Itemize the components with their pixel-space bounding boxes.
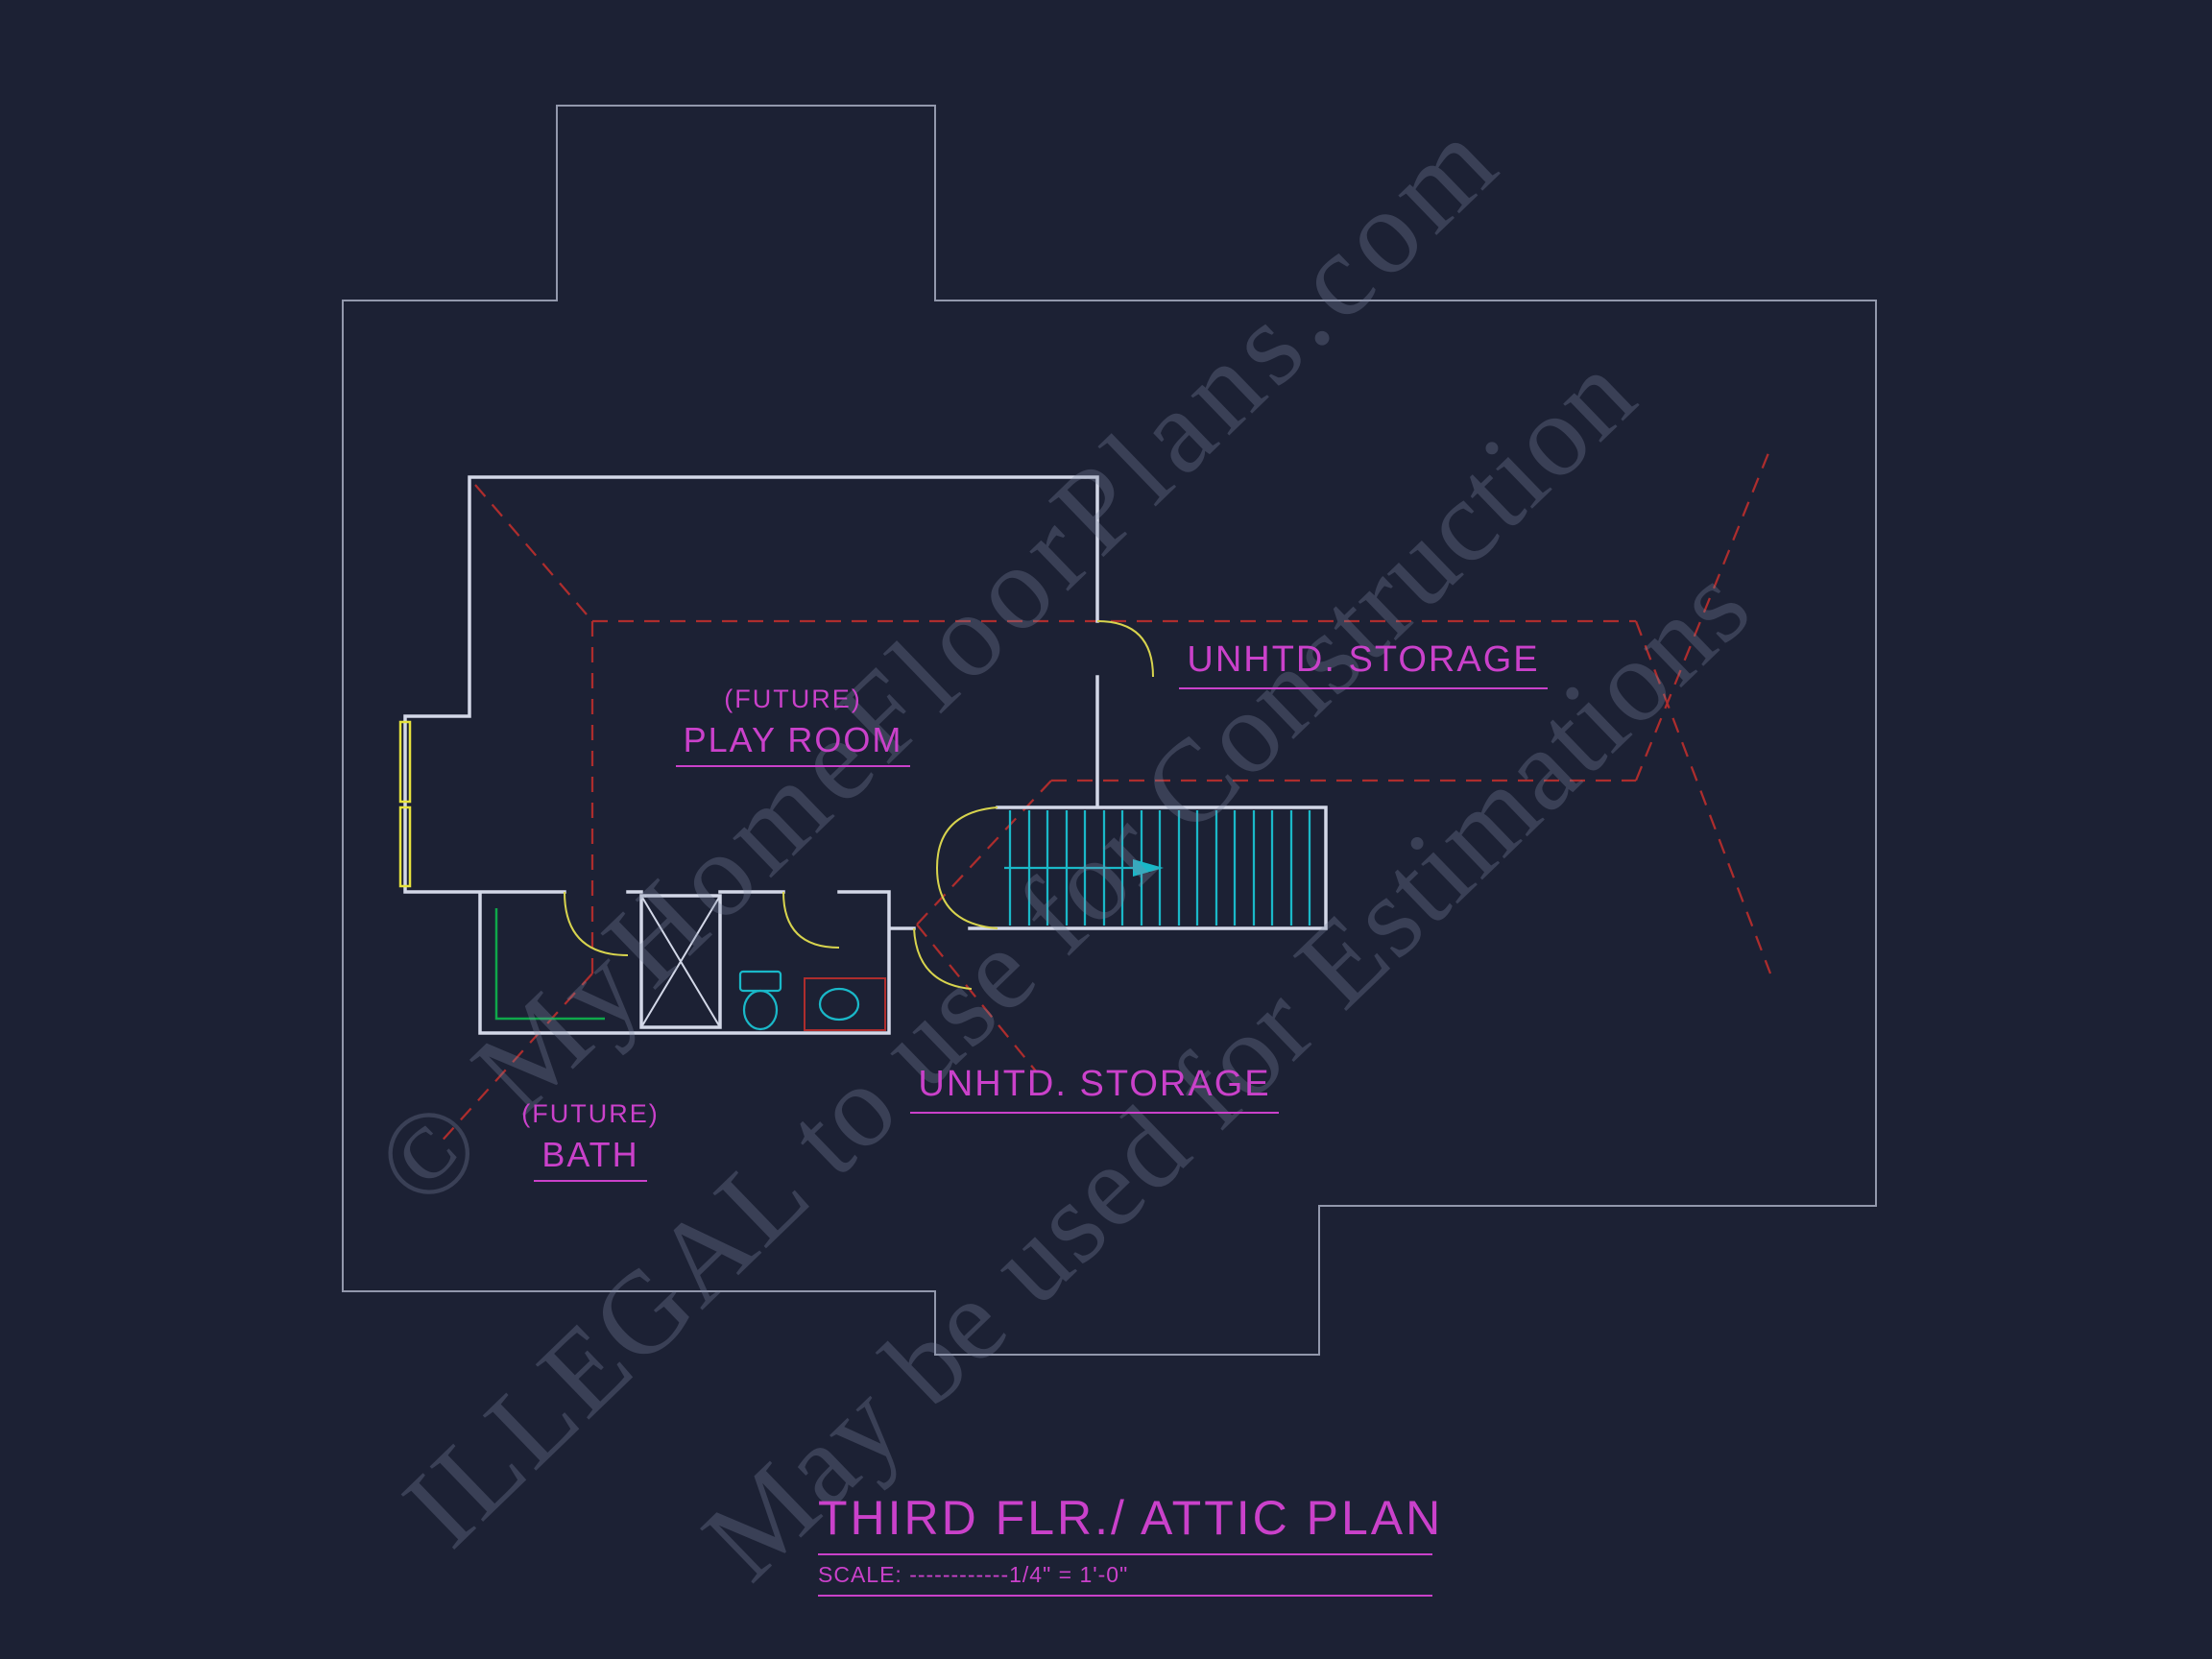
play-room-label-prefix: (FUTURE) (724, 685, 862, 713)
interior-walls (403, 475, 1328, 1035)
vanity-counter (804, 977, 886, 1031)
bath-label: (FUTURE) BATH (442, 1098, 739, 1182)
storage-right-label-name: UNHTD. STORAGE (1179, 637, 1548, 689)
shower-x-mark (639, 894, 722, 1029)
storage-right-label: UNHTD. STORAGE (1114, 636, 1613, 689)
sink (818, 987, 860, 1022)
closet-shelf-lines (494, 908, 605, 1021)
outer-footprint (342, 105, 1877, 1356)
bath-label-prefix: (FUTURE) (521, 1099, 660, 1128)
bath-label-name: BATH (534, 1133, 647, 1182)
title-block: THIRD FLR./ ATTIC PLAN SCALE: ----------… (818, 1490, 1440, 1597)
plan-scale: SCALE: ------------1/4" = 1'-0" (818, 1555, 1432, 1597)
shower-stall (639, 894, 722, 1029)
stair-direction-arrow (1133, 859, 1164, 877)
window (398, 720, 412, 804)
storage-bottom-label-name: UNHTD. STORAGE (910, 1062, 1279, 1114)
window (398, 805, 412, 888)
play-room-label: (FUTURE) PLAY ROOM (611, 684, 975, 767)
plan-title: THIRD FLR./ ATTIC PLAN (818, 1490, 1440, 1555)
roof-hip-lines (437, 447, 1772, 1146)
door-swing-arcs (564, 620, 1154, 990)
play-room-label-name: PLAY ROOM (675, 718, 911, 767)
storage-bottom-label: UNHTD. STORAGE (845, 1060, 1344, 1114)
toilet (738, 970, 782, 1031)
